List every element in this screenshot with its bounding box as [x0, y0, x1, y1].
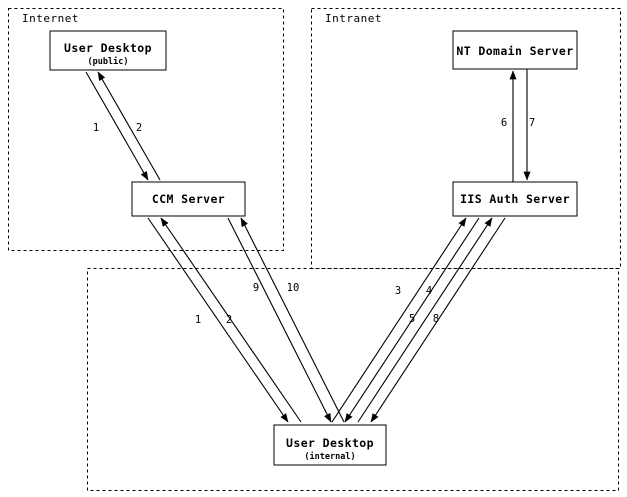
flow-group-internal-iis-b — [357, 217, 506, 423]
flow-line-step-9 — [227, 217, 332, 423]
flow-line-step-1-internal — [147, 217, 289, 423]
node-title-nt-domain-server: NT Domain Server — [456, 44, 573, 58]
step-label-1-internal: 1 — [195, 314, 201, 326]
node-title-ccm-server: CCM Server — [152, 192, 225, 206]
node-title-iis-auth-server: IIS Auth Server — [460, 192, 570, 206]
step-label-7: 7 — [529, 117, 535, 129]
step-label-2-internal: 2 — [226, 314, 232, 326]
flow-group-internal-ccm-a — [147, 217, 302, 423]
zone-intranet-boundary — [311, 8, 621, 269]
step-label-3: 3 — [395, 285, 401, 297]
node-user-desktop-public[interactable]: User Desktop (public) — [49, 30, 167, 71]
node-title-user-desktop-internal: User Desktop — [286, 436, 374, 450]
flow-line-step-8 — [370, 217, 506, 423]
node-ccm-server[interactable]: CCM Server — [131, 181, 246, 217]
flow-group-iis-nt — [509, 69, 531, 182]
node-user-desktop-internal[interactable]: User Desktop (internal) — [273, 424, 387, 466]
step-label-9: 9 — [253, 282, 259, 294]
zone-label-internet: Internet — [22, 12, 79, 25]
step-label-5: 5 — [409, 313, 415, 325]
step-label-1-public: 1 — [93, 122, 99, 134]
node-nt-domain-server[interactable]: NT Domain Server — [452, 30, 578, 70]
step-label-2-public: 2 — [136, 122, 142, 134]
flow-line-step-3 — [331, 217, 467, 423]
step-label-4: 4 — [426, 285, 432, 297]
step-label-8: 8 — [433, 313, 439, 325]
flow-line-step-2-internal — [160, 217, 302, 423]
flow-line-step-1-public — [85, 71, 149, 181]
step-label-6: 6 — [501, 117, 507, 129]
flow-line-step-2-public — [97, 71, 161, 181]
flow-line-step-10 — [240, 217, 345, 423]
node-title-user-desktop-public: User Desktop — [64, 41, 152, 55]
zone-internet-boundary — [8, 8, 284, 251]
node-iis-auth-server[interactable]: IIS Auth Server — [452, 181, 578, 217]
flow-line-step-5 — [357, 217, 493, 423]
flow-group-public-ccm — [85, 71, 161, 181]
step-labels: 1 2 1 2 9 10 3 4 5 8 6 7 — [93, 117, 535, 326]
flow-line-step-4 — [344, 217, 480, 423]
node-subtitle-user-desktop-public: (public) — [88, 56, 129, 67]
zone-internal-boundary — [87, 268, 619, 491]
zone-boundaries — [8, 8, 621, 491]
flow-group-internal-ccm-b — [227, 217, 345, 423]
zone-label-intranet: Intranet — [325, 12, 382, 25]
step-label-10: 10 — [287, 282, 300, 294]
flow-group-internal-iis-a — [331, 217, 480, 423]
node-subtitle-user-desktop-internal: (internal) — [304, 451, 355, 462]
